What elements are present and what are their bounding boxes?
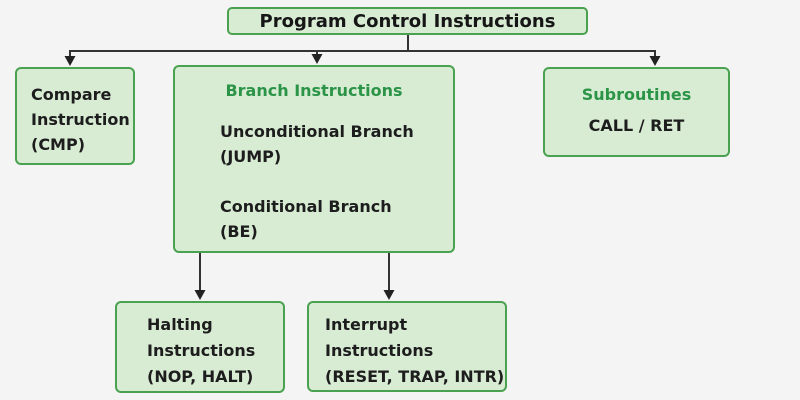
arrowhead-subroutines-icon [649, 56, 661, 66]
interrupt-line-3: (RESET, TRAP, INTR) [325, 367, 505, 386]
interrupt-line-2: Instructions [325, 341, 434, 360]
arrowhead-halting-icon [194, 290, 206, 300]
compare-line-3: (CMP) [31, 135, 86, 154]
arrowhead-compare-icon [64, 56, 76, 66]
root-title: Program Control Instructions [259, 10, 556, 32]
interrupt-line-1: Interrupt [325, 315, 408, 334]
subroutines-title: Subroutines [581, 85, 692, 104]
branch-title: Branch Instructions [225, 81, 403, 100]
arrowhead-interrupt-icon [383, 290, 395, 300]
node-interrupt-instructions: Interrupt Instructions (RESET, TRAP, INT… [307, 301, 507, 392]
node-program-control-instructions: Program Control Instructions [227, 7, 588, 35]
branch-item-unconditional: Unconditional Branch (JUMP) [220, 119, 453, 169]
arrowhead-branch-icon [311, 54, 323, 64]
branch-items: Unconditional Branch (JUMP) Conditional … [175, 119, 453, 244]
halting-line-3: (NOP, HALT) [147, 367, 254, 386]
halting-line-2: Instructions [147, 341, 256, 360]
branch-item-conditional: Conditional Branch (BE) [220, 194, 453, 244]
node-compare-instruction: Compare Instruction (CMP) [15, 67, 135, 165]
node-subroutines: Subroutines CALL / RET [543, 67, 730, 157]
compare-line-2: Instruction [31, 110, 130, 129]
node-branch-instructions: Branch Instructions Unconditional Branch… [173, 65, 455, 253]
branch-item-1-name: Unconditional Branch [220, 122, 414, 141]
halting-line-1: Halting [147, 315, 213, 334]
node-halting-instructions: Halting Instructions (NOP, HALT) [115, 301, 285, 393]
branch-item-2-name: Conditional Branch [220, 197, 392, 216]
branch-item-1-code: (JUMP) [220, 147, 282, 166]
compare-line-1: Compare [31, 85, 112, 104]
branch-item-2-code: (BE) [220, 222, 258, 241]
subroutines-body: CALL / RET [588, 116, 685, 135]
